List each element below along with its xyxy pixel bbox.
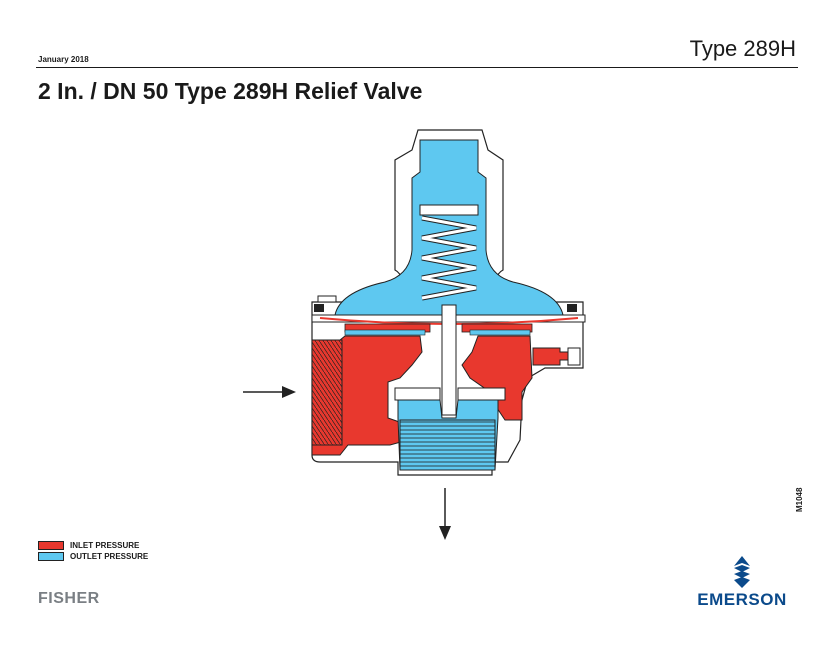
valve-seat: [394, 387, 441, 401]
emerson-wordmark: EMERSON: [697, 590, 787, 609]
header-rule: [36, 67, 798, 68]
document-type: Type 289H: [689, 36, 796, 61]
fisher-logo: FISHER: [38, 590, 100, 607]
bolt-left: [314, 304, 324, 312]
legend-item-outlet: OUTLET PRESSURE: [38, 551, 148, 561]
valve-stem: [441, 304, 457, 416]
inlet-chamber-right: [461, 335, 533, 421]
spring-adjuster: [419, 204, 479, 216]
relief-valve-diagram: [243, 129, 586, 540]
outlet-swatch: [38, 551, 64, 561]
legend-label-outlet: OUTLET PRESSURE: [70, 551, 149, 561]
figure-id: M1048: [795, 487, 804, 512]
bolt-right: [567, 304, 577, 312]
emerson-logo-block: EMERSON: [686, 556, 798, 610]
legend-item-inlet: INLET PRESSURE: [38, 540, 148, 550]
inlet-swatch: [38, 540, 64, 550]
emerson-logo-icon: [734, 556, 750, 588]
outlet-threads: [399, 419, 496, 471]
inlet-threads: [311, 339, 343, 446]
outlet-chamber-upper: [334, 139, 564, 316]
legend: INLET PRESSURE OUTLET PRESSURE: [38, 540, 148, 562]
document-date: January 2018: [38, 55, 89, 64]
page-title: 2 In. / DN 50 Type 289H Relief Valve: [38, 78, 423, 104]
legend-label-inlet: INLET PRESSURE: [70, 540, 140, 550]
